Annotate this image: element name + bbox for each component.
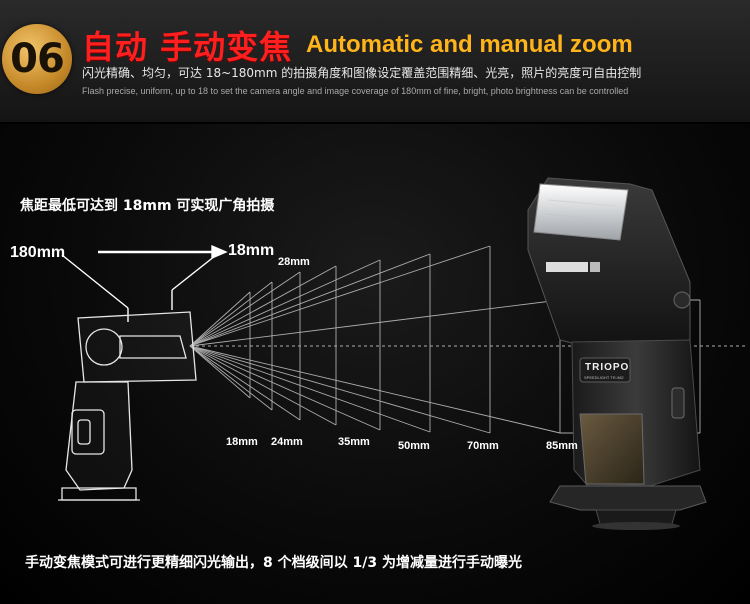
zoom-range-arrow [61, 244, 228, 322]
subtitle-chinese: 闪光精确、均匀，可达 18~180mm 的拍摄角度和图像设定覆盖范围精细、光亮，… [82, 66, 642, 80]
title-english: Automatic and manual zoom [306, 31, 633, 58]
focal-28-label: 28mm [278, 256, 310, 268]
focal-label: 18mm [226, 436, 258, 448]
wide-angle-caption: 焦距最低可达到 18mm 可实现广角拍摄 [20, 198, 275, 214]
flash-unit-photo [527, 177, 707, 530]
title-chinese: 自动 手动变焦 [82, 28, 293, 66]
section-number: 06 [10, 36, 65, 82]
zoom-max-label: 180mm [10, 244, 66, 261]
focal-label: 50mm [398, 440, 430, 452]
focal-label: 85mm [546, 440, 578, 452]
light-fan [189, 245, 745, 434]
flash-outline-drawing [58, 311, 197, 501]
manual-zoom-caption: 手动变焦模式可进行更精细闪光输出，8 个档级间以 1/3 为增减量进行手动曝光 [25, 555, 522, 571]
flash-model: SPEEDLIGHT TR-982 [584, 375, 624, 380]
header-divider [0, 122, 750, 124]
subtitle-english: Flash precise, uniform, up to 18 to set … [82, 86, 629, 96]
zoom-min-label: 18mm [228, 242, 275, 259]
section-number-badge: 06 [2, 24, 72, 94]
focal-label: 70mm [467, 440, 499, 452]
header-banner [0, 0, 750, 124]
focal-label: 35mm [338, 436, 370, 448]
focal-label: 24mm [271, 436, 303, 448]
flash-brand: TRIOPO [585, 362, 630, 373]
